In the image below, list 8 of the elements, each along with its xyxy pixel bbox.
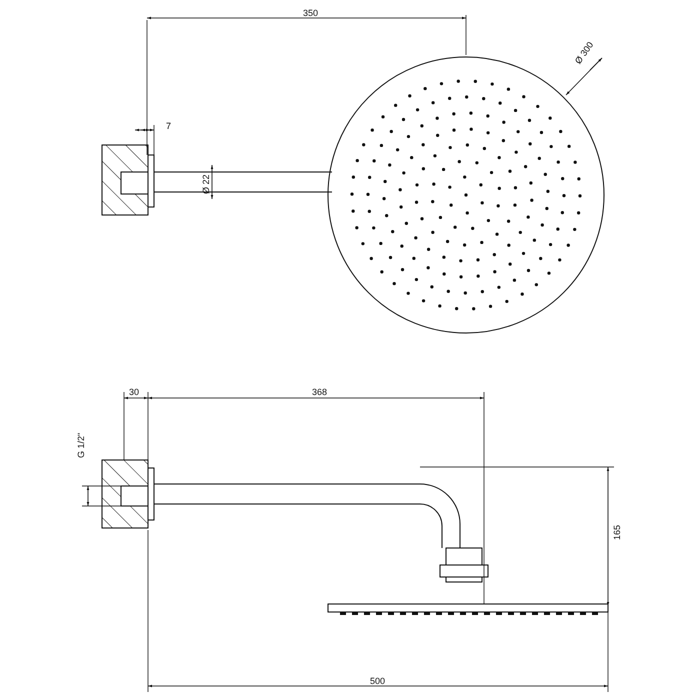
dimension-label: Ø 300: [573, 40, 596, 66]
dimension-label: 7: [166, 121, 172, 131]
dimension-label: 368: [312, 387, 328, 397]
dimension-label: G 1/2": [76, 432, 86, 458]
dimension-label: 165: [612, 524, 622, 540]
dimension-label: 500: [370, 676, 386, 686]
dimension-label: 350: [303, 8, 318, 18]
dimension-label: 30: [129, 387, 140, 397]
